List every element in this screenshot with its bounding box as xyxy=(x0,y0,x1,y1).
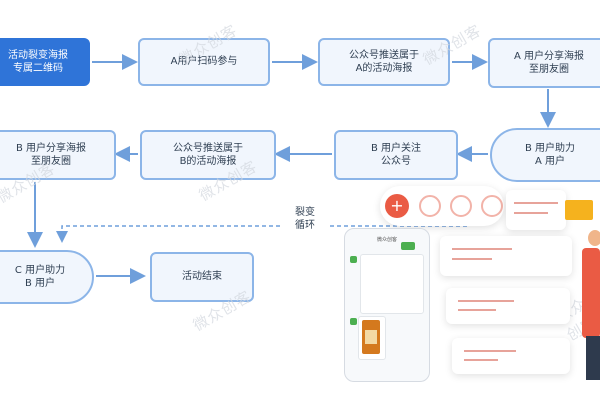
node-push-b-poster: 公众号推送属于 B的活动海报 xyxy=(140,130,276,180)
chat-card xyxy=(446,288,570,324)
envelope-icon xyxy=(565,200,593,220)
node-b-help-a: B 用户助力 A 用户 xyxy=(490,128,600,182)
node-a-share: A 用户分享海报 至朋友圈 xyxy=(488,38,600,88)
node-a-scan: A用户扫码参与 xyxy=(138,38,270,86)
avatar-placeholder-icon xyxy=(450,195,472,217)
person-head-icon xyxy=(588,230,600,246)
chat-card xyxy=(440,236,572,276)
message-card xyxy=(506,190,566,230)
chat-card xyxy=(452,338,570,374)
node-b-follow: B 用户关注 公众号 xyxy=(334,130,458,180)
person-leg-icon xyxy=(586,336,600,380)
node-c-help-b: C 用户助力 B 用户 xyxy=(0,250,94,304)
avatar-placeholder-icon xyxy=(419,195,441,217)
node-push-a-poster: 公众号推送属于 A的活动海报 xyxy=(318,38,450,86)
chat-bubble xyxy=(360,254,424,314)
node-activity-end: 活动结束 xyxy=(150,252,254,302)
qrcode-icon xyxy=(365,330,377,344)
node-b-share: B 用户分享海报 至朋友圈 xyxy=(0,130,116,180)
chat-avatar-icon xyxy=(350,256,357,263)
arrow-loop xyxy=(56,225,280,243)
person-body-icon xyxy=(582,248,600,338)
avatar-placeholder-icon xyxy=(481,195,503,217)
phone-title: 微众创客 xyxy=(376,237,397,243)
node-poster-qrcode: 活动裂变海报 专属二维码 xyxy=(0,38,90,86)
status-badge xyxy=(401,242,415,250)
loop-label: 裂变 循环 xyxy=(295,207,315,231)
chat-avatar-icon xyxy=(350,318,357,325)
plus-icon: + xyxy=(385,194,409,218)
